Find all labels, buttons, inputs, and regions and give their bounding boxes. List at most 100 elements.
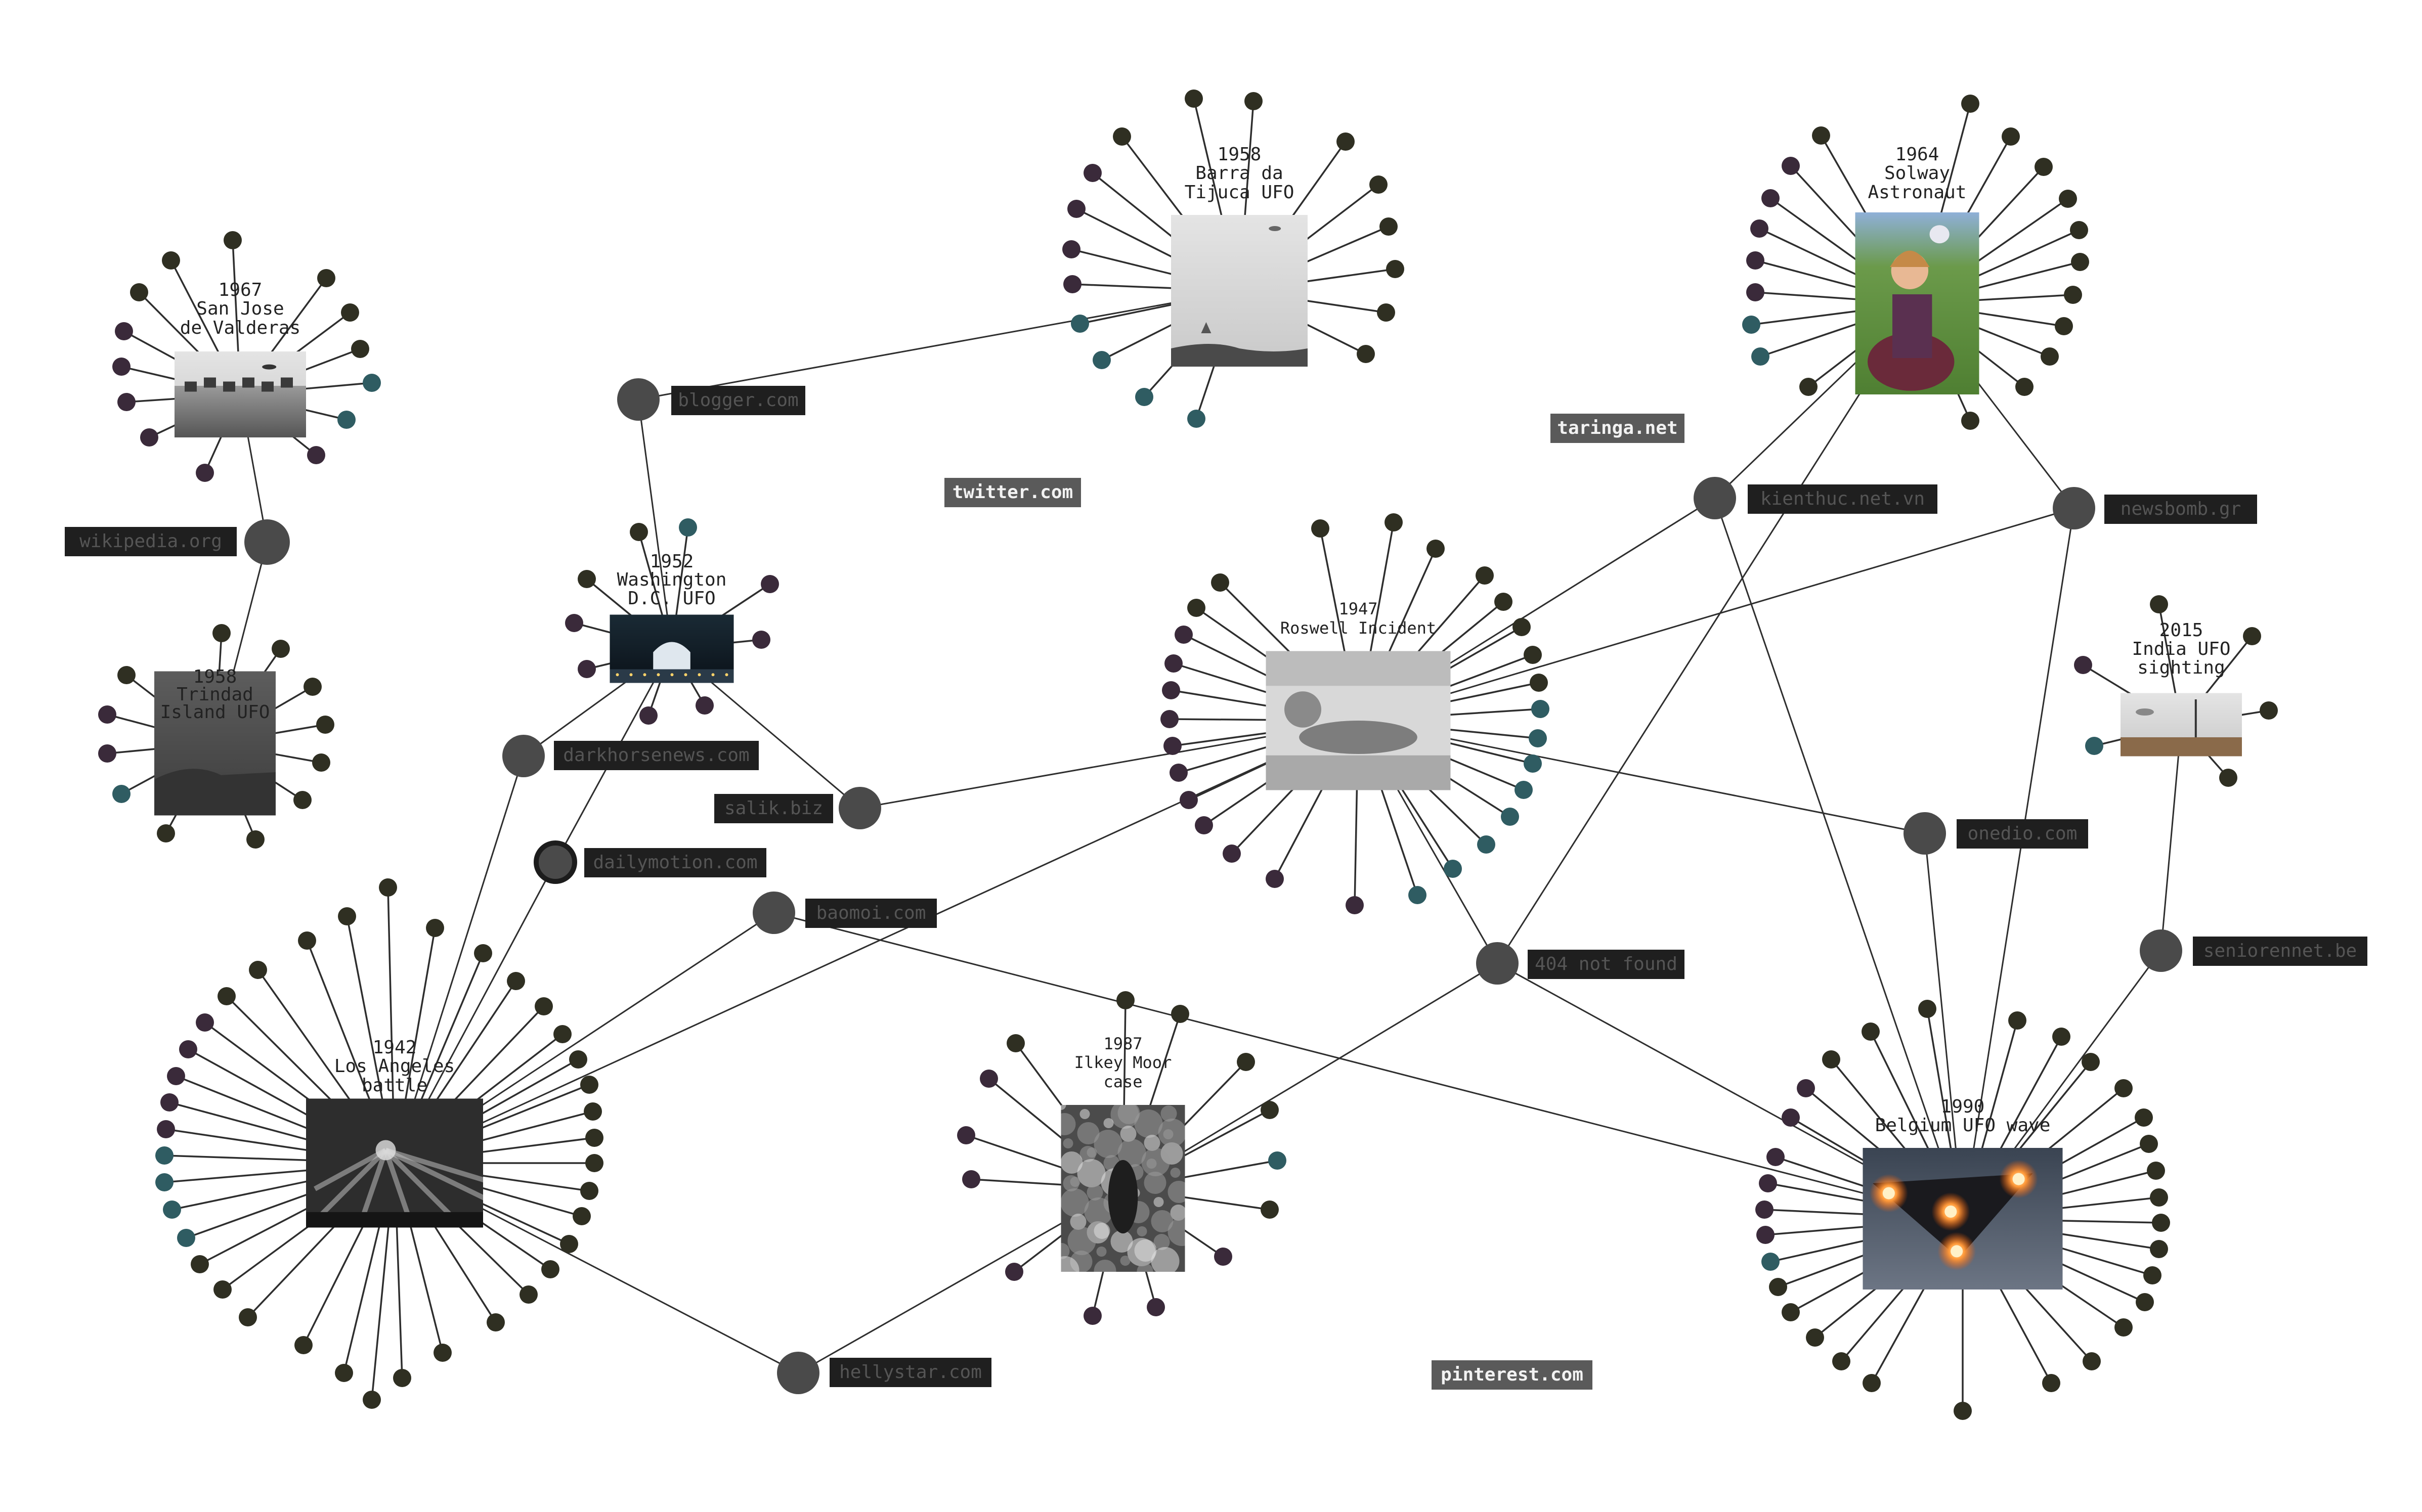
- leaf-node[interactable]: [696, 696, 714, 715]
- leaf-node[interactable]: [761, 575, 779, 593]
- leaf-node[interactable]: [1266, 870, 1284, 888]
- photo-icon[interactable]: [154, 671, 276, 816]
- leaf-node[interactable]: [2150, 1240, 2168, 1258]
- leaf-node[interactable]: [2071, 253, 2089, 271]
- leaf-node[interactable]: [130, 283, 148, 301]
- domain-label-hellystar[interactable]: hellystar.com: [830, 1358, 991, 1387]
- leaf-node[interactable]: [2114, 1318, 2133, 1337]
- leaf-node[interactable]: [196, 1013, 214, 1032]
- leaf-node[interactable]: [1799, 378, 1818, 396]
- leaf-node[interactable]: [520, 1285, 538, 1304]
- domain-label-seniorennet[interactable]: seniorennet.be: [2193, 937, 2367, 966]
- leaf-node[interactable]: [2052, 1028, 2070, 1046]
- leaf-node[interactable]: [239, 1308, 257, 1326]
- leaf-node[interactable]: [2114, 1079, 2133, 1097]
- leaf-node[interactable]: [1742, 316, 1760, 334]
- leaf-node[interactable]: [487, 1313, 505, 1331]
- domain-node-salik[interactable]: [839, 787, 881, 829]
- leaf-node[interactable]: [1782, 1303, 1800, 1321]
- leaf-node[interactable]: [1005, 1263, 1023, 1281]
- domain-label-wikipedia[interactable]: wikipedia.org: [65, 527, 237, 556]
- leaf-node[interactable]: [2074, 656, 2092, 674]
- leaf-node[interactable]: [298, 931, 316, 950]
- leaf-node[interactable]: [294, 1336, 313, 1354]
- domain-node-newsbomb[interactable]: [2053, 487, 2095, 529]
- leaf-node[interactable]: [1379, 217, 1398, 236]
- leaf-node[interactable]: [1832, 1352, 1850, 1370]
- leaf-node[interactable]: [2008, 1011, 2026, 1030]
- leaf-node[interactable]: [957, 1126, 975, 1144]
- leaf-node[interactable]: [573, 1207, 591, 1225]
- leaf-node[interactable]: [140, 428, 158, 447]
- leaf-node[interactable]: [679, 518, 697, 537]
- leaf-node[interactable]: [1162, 681, 1180, 699]
- leaf-node[interactable]: [304, 678, 322, 696]
- photo-icon[interactable]: [2121, 693, 2242, 757]
- leaf-node[interactable]: [474, 944, 492, 962]
- domain-label-kienthuc[interactable]: kienthuc.net.vn: [1748, 484, 1937, 514]
- leaf-node[interactable]: [1761, 189, 1780, 207]
- floating-label-pinterest[interactable]: pinterest.com: [1432, 1360, 1592, 1390]
- photo-icon[interactable]: [610, 614, 734, 683]
- leaf-node[interactable]: [578, 570, 596, 588]
- domain-node-wikipedia[interactable]: [244, 519, 290, 565]
- leaf-node[interactable]: [363, 374, 381, 392]
- leaf-node[interactable]: [1346, 896, 1364, 914]
- leaf-node[interactable]: [2082, 1053, 2100, 1071]
- leaf-node[interactable]: [1494, 593, 1512, 611]
- leaf-node[interactable]: [1007, 1034, 1025, 1052]
- leaf-node[interactable]: [560, 1235, 578, 1253]
- leaf-node[interactable]: [980, 1070, 998, 1088]
- leaf-node[interactable]: [98, 744, 116, 763]
- leaf-node[interactable]: [177, 1229, 195, 1247]
- domain-label-dailymotion[interactable]: dailymotion.com: [584, 848, 766, 877]
- leaf-node[interactable]: [155, 1146, 174, 1165]
- leaf-node[interactable]: [1769, 1278, 1787, 1296]
- leaf-node[interactable]: [1746, 251, 1764, 270]
- domain-node-seniorennet[interactable]: [2140, 929, 2182, 972]
- leaf-node[interactable]: [507, 972, 525, 990]
- leaf-node[interactable]: [2152, 1214, 2170, 1232]
- leaf-node[interactable]: [2219, 769, 2237, 787]
- leaf-node[interactable]: [1812, 126, 1830, 145]
- leaf-node[interactable]: [553, 1025, 572, 1043]
- leaf-node[interactable]: [1071, 315, 1089, 333]
- leaf-node[interactable]: [1759, 1174, 1777, 1192]
- leaf-node[interactable]: [1187, 599, 1205, 617]
- leaf-node[interactable]: [163, 1200, 181, 1219]
- leaf-node[interactable]: [1863, 1374, 1881, 1392]
- leaf-node[interactable]: [1529, 729, 1547, 747]
- leaf-node[interactable]: [338, 907, 356, 925]
- leaf-node[interactable]: [1524, 754, 1542, 773]
- leaf-node[interactable]: [1751, 347, 1769, 366]
- leaf-node[interactable]: [752, 631, 770, 649]
- leaf-node[interactable]: [580, 1182, 598, 1200]
- leaf-node[interactable]: [1918, 1000, 1936, 1018]
- leaf-node[interactable]: [393, 1369, 411, 1387]
- leaf-node[interactable]: [1357, 345, 1375, 363]
- domain-label-salik[interactable]: salik.biz: [714, 794, 833, 823]
- leaf-node[interactable]: [639, 706, 658, 725]
- domain-node-darkhorse[interactable]: [502, 735, 545, 777]
- leaf-node[interactable]: [1147, 1298, 1165, 1316]
- leaf-node[interactable]: [1084, 164, 1102, 182]
- leaf-node[interactable]: [1531, 700, 1549, 718]
- leaf-node[interactable]: [1113, 127, 1131, 146]
- domain-node-dailymotion[interactable]: [534, 840, 577, 884]
- leaf-node[interactable]: [224, 231, 242, 249]
- leaf-node[interactable]: [1063, 275, 1082, 293]
- domain-node-notfound[interactable]: [1476, 942, 1519, 985]
- leaf-node[interactable]: [434, 1344, 452, 1362]
- leaf-node[interactable]: [167, 1067, 185, 1085]
- leaf-node[interactable]: [341, 303, 359, 322]
- leaf-node[interactable]: [1501, 808, 1519, 826]
- leaf-node[interactable]: [585, 1154, 603, 1172]
- leaf-node[interactable]: [1261, 1200, 1279, 1219]
- leaf-node[interactable]: [1408, 886, 1426, 904]
- photo-icon[interactable]: [1863, 1148, 2063, 1289]
- leaf-node[interactable]: [535, 997, 553, 1015]
- leaf-node[interactable]: [1261, 1101, 1279, 1119]
